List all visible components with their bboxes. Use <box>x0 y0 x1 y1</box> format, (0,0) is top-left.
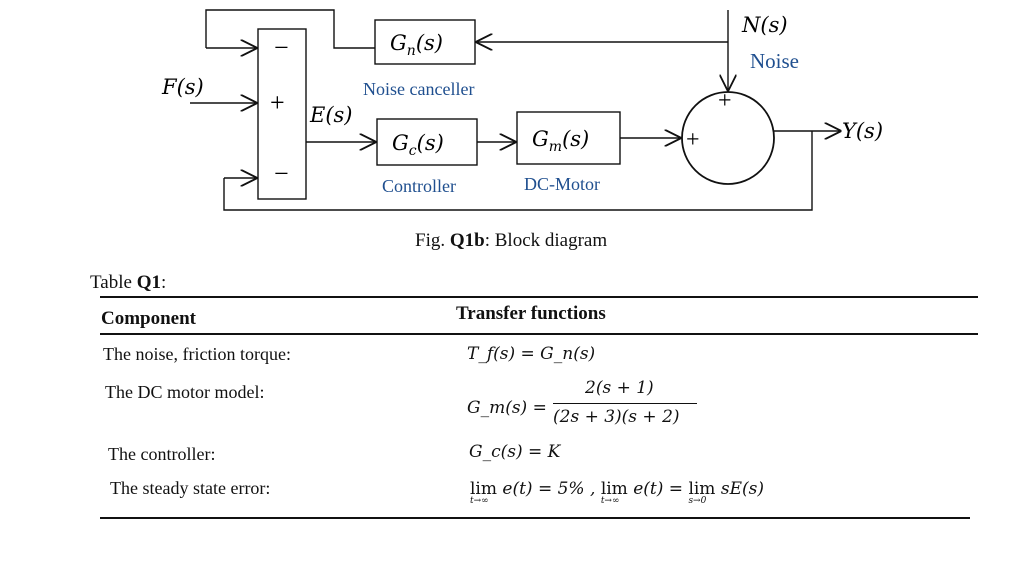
row-motor-component: The DC motor model: <box>105 382 265 402</box>
header-transfer-functions: Transfer functions <box>456 303 606 324</box>
sum1-mid-sign: + <box>270 88 285 117</box>
summing-junction-2 <box>681 91 775 185</box>
noise-canceller-label: Noise canceller <box>363 79 474 99</box>
dc-motor-label: DC-Motor <box>524 174 600 194</box>
table-header-rule <box>100 333 978 335</box>
sum1-bottom-sign: − <box>274 159 289 188</box>
noise-text-label: Noise <box>750 49 799 73</box>
error-signal-label: E(s) <box>309 103 353 127</box>
sum2-top-sign: + <box>718 88 732 114</box>
sum2-left-sign: + <box>686 127 700 153</box>
noise-canceller-symbol: Gn(s) <box>390 31 443 59</box>
header-component: Component <box>101 308 197 329</box>
input-signal-label: F(s) <box>161 75 204 99</box>
row-error-component: The steady state error: <box>110 478 271 498</box>
row-motor-fraction-bar <box>553 403 697 404</box>
row-noise-component: The noise, friction torque: <box>103 344 291 364</box>
row-motor-lhs: G_m(s) = <box>467 398 547 418</box>
row-noise-formula: T_f(s) = G_n(s) <box>467 344 596 364</box>
figure-caption: Fig. Q1b: Block diagram <box>415 230 608 251</box>
row-motor-numerator: 2(s + 1) <box>585 378 654 398</box>
noise-canceller-block <box>374 19 476 65</box>
noise-signal-label: N(s) <box>741 13 788 37</box>
sum1-top-sign: − <box>274 33 289 62</box>
summing-junction-1 <box>257 28 307 200</box>
output-signal-label: Y(s) <box>842 119 883 143</box>
controller-symbol: Gc(s) <box>392 131 444 159</box>
table-label: Table Q1: <box>90 272 167 293</box>
row-motor-denominator: (2s + 3)(s + 2) <box>553 407 680 427</box>
row-controller-formula: G_c(s) = K <box>469 442 561 462</box>
table-bottom-rule <box>100 517 970 519</box>
output-feedback-line <box>223 131 813 211</box>
controller-label: Controller <box>382 176 456 196</box>
dc-motor-symbol: Gm(s) <box>532 127 589 155</box>
canceller-feedback-line <box>205 9 375 49</box>
row-controller-component: The controller: <box>108 444 216 464</box>
table-top-rule <box>100 296 978 298</box>
